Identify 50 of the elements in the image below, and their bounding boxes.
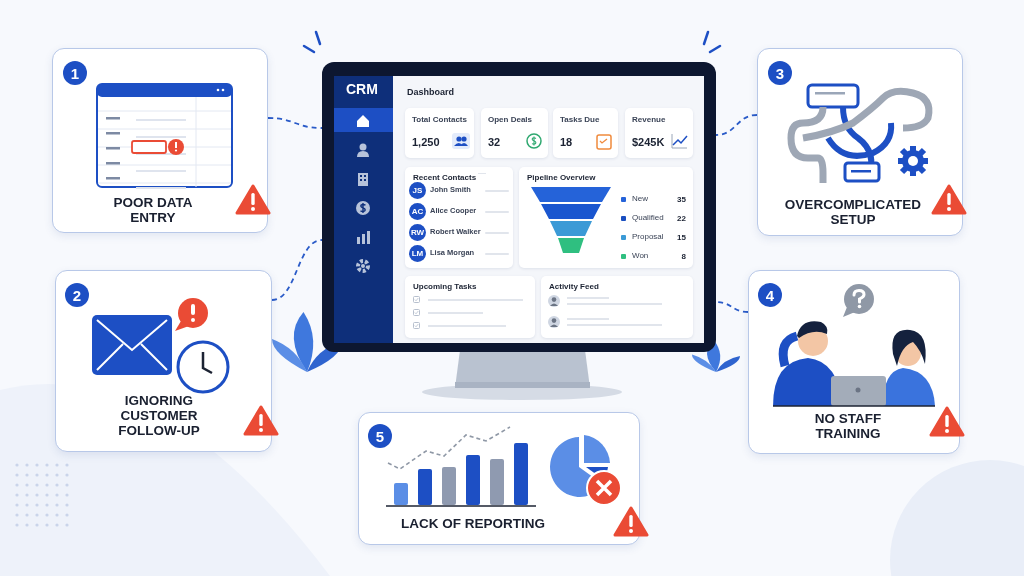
app-title: CRM	[346, 82, 378, 98]
number-badge: 2	[65, 283, 89, 307]
dashed-connector	[715, 301, 749, 313]
count-value: 8	[681, 253, 686, 262]
number-badge: 3	[768, 61, 792, 85]
stat-value: 1,250	[412, 136, 440, 149]
stat-label: Open Deals	[488, 116, 532, 125]
stat-label: Total Contacts	[412, 116, 467, 125]
stat-card	[481, 108, 548, 158]
panel-title: Pipeline Overview	[527, 174, 596, 183]
panel-title: Recent Contacts	[413, 174, 477, 183]
avatar-circle: LM	[409, 245, 426, 262]
legend-label: New	[632, 195, 648, 204]
stat-value: 18	[560, 136, 573, 149]
dashboard-panel	[405, 276, 535, 338]
stat-label: Tasks Due	[560, 116, 600, 125]
card-title: LACK OF REPORTING	[401, 516, 545, 532]
stat-card	[405, 108, 474, 158]
page-title: Dashboard	[407, 88, 454, 98]
dashed-connector	[715, 114, 758, 136]
count-value: 22	[677, 215, 686, 224]
card-title: OVERCOMPLICATED SETUP	[784, 198, 922, 228]
card-title: NO STAFF TRAINING	[813, 412, 883, 442]
legend-label: Proposal	[632, 233, 664, 242]
stat-card	[553, 108, 618, 158]
dashed-connector	[267, 117, 323, 129]
card-title: IGNORING CUSTOMER FOLLOW-UP	[117, 393, 201, 439]
stat-value: 32	[488, 136, 501, 149]
legend-label: Won	[632, 252, 649, 261]
avatar-circle: AC	[409, 203, 426, 220]
problem-card	[52, 48, 268, 233]
panel-title: Upcoming Tasks	[413, 283, 477, 292]
panel-title: Activity Feed	[549, 283, 599, 292]
dashboard-panel	[519, 167, 693, 268]
count-value: 15	[677, 234, 686, 243]
number-badge: 1	[63, 61, 87, 85]
count-value: 35	[677, 196, 686, 205]
monitor-frame	[322, 62, 716, 352]
avatar-circle: JS	[409, 182, 426, 199]
stat-label: Revenue	[632, 116, 666, 125]
legend-label: Qualified	[632, 214, 664, 223]
card-title: POOR DATA ENTRY	[112, 196, 194, 226]
dashboard-panel	[541, 276, 693, 338]
stat-value: $245K	[632, 136, 665, 149]
stat-card	[625, 108, 693, 158]
dashboard-panel	[405, 167, 513, 268]
number-badge: 4	[758, 283, 782, 307]
number-badge: 5	[368, 424, 392, 448]
avatar-circle: RW	[409, 224, 426, 241]
dashed-connector	[271, 239, 323, 301]
